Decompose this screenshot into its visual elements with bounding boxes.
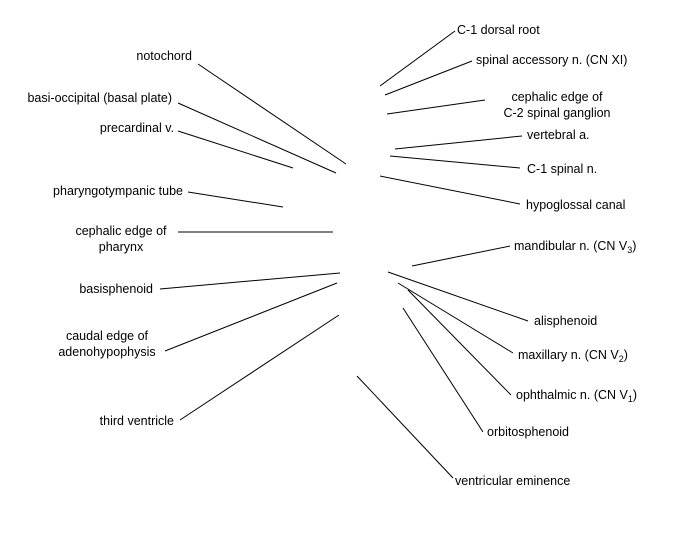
label-spinal-accessory-n: spinal accessory n. (CN XI) <box>476 53 628 67</box>
label-cephalic-edge-c2-line2: C-2 spinal ganglion <box>503 106 611 120</box>
leader-hypoglossal-canal <box>379 175 521 205</box>
label-caudal-edge-adenohypophysis-line2: adenohypophysis <box>58 345 156 359</box>
label-ophthalmic-n: ophthalmic n. (CN V1) <box>516 387 638 404</box>
leader-c1-spinal-n <box>389 155 521 169</box>
leader-ventricular-eminence <box>356 375 454 479</box>
label-maxillary-n-text: maxillary n. (CN V <box>518 348 619 362</box>
label-cephalic-edge-pharynx-line1: cephalic edge of <box>75 224 167 238</box>
leader-precardinal-v <box>177 130 294 169</box>
label-notochord: notochord <box>136 49 192 63</box>
label-cephalic-edge-c2-line1: cephalic edge of <box>511 90 603 104</box>
leader-notochord <box>197 63 347 165</box>
leader-alisphenoid <box>387 271 529 322</box>
leader-basisphenoid <box>159 272 341 290</box>
label-maxillary-n-sub: 2 <box>618 354 624 364</box>
leader-cephalic-edge-c2 <box>386 99 486 115</box>
leader-third-ventricle <box>179 314 340 421</box>
label-c1-dorsal-root: C-1 dorsal root <box>457 23 540 37</box>
leader-maxillary-n <box>397 282 514 354</box>
label-mandibular-n-paren: ) <box>632 239 637 253</box>
leader-basi-occipital <box>177 102 337 174</box>
label-cephalic-edge-pharynx: cephalic edge of pharynx <box>58 223 184 255</box>
label-ophthalmic-n-sub: 1 <box>627 394 633 404</box>
label-orbitosphenoid: orbitosphenoid <box>487 425 570 439</box>
label-maxillary-n-paren: ) <box>623 348 628 362</box>
label-c1-spinal-n: C-1 spinal n. <box>527 162 598 176</box>
leader-c1-dorsal-root <box>379 30 456 87</box>
label-vertebral-a: vertebral a. <box>527 128 590 142</box>
label-mandibular-n-sub: 3 <box>627 245 633 255</box>
label-ophthalmic-n-paren: ) <box>632 388 638 402</box>
leader-pharyngotympanic-tube <box>187 191 284 208</box>
label-caudal-edge-adenohypophysis: caudal edge of adenohypophysis <box>45 328 169 360</box>
label-mandibular-n-text: mandibular n. (CN V <box>514 239 628 253</box>
label-cephalic-edge-pharynx-line2: pharynx <box>98 240 144 254</box>
label-cephalic-edge-c2: cephalic edge of C-2 spinal ganglion <box>474 89 640 121</box>
leader-ophthalmic-n <box>407 289 512 396</box>
label-caudal-edge-adenohypophysis-line1: caudal edge of <box>65 329 148 343</box>
label-pharyngotympanic-tube: pharyngotympanic tube <box>53 184 183 198</box>
label-mandibular-n: mandibular n. (CN V3) <box>514 238 637 255</box>
leader-orbitosphenoid <box>402 307 484 433</box>
leader-spinal-accessory-n <box>384 60 473 96</box>
label-alisphenoid: alisphenoid <box>534 314 598 328</box>
label-ophthalmic-n-text: ophthalmic n. (CN V <box>516 388 628 402</box>
label-hypoglossal-canal: hypoglossal canal <box>526 198 626 212</box>
label-precardinal-v: precardinal v. <box>99 121 174 135</box>
leader-caudal-edge-adenohypophysis <box>164 282 338 352</box>
leader-vertebral-a <box>394 135 523 150</box>
label-basisphenoid: basisphenoid <box>79 282 153 296</box>
label-third-ventricle: third ventricle <box>99 414 174 428</box>
label-maxillary-n: maxillary n. (CN V2) <box>518 347 628 364</box>
label-ventricular-eminence: ventricular eminence <box>455 474 571 488</box>
label-basi-occipital: basi-occipital (basal plate) <box>27 91 172 105</box>
leader-mandibular-n <box>411 245 511 267</box>
